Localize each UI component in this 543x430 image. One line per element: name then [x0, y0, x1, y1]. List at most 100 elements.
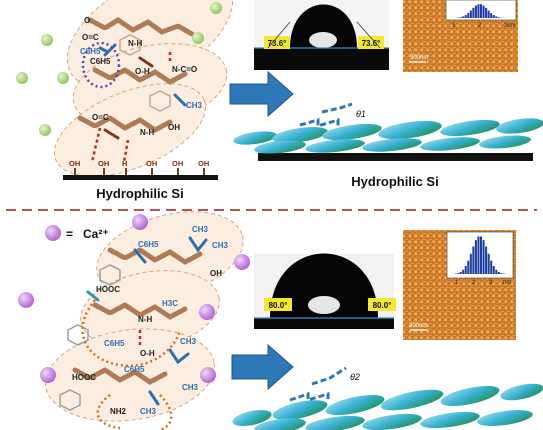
- theta-label: θ1: [356, 109, 366, 119]
- hist-tick: 1: [455, 280, 459, 286]
- hist-tick: 3nm: [504, 23, 516, 29]
- hist-bar: [500, 273, 503, 274]
- hist-bar: [467, 13, 470, 18]
- hist-bar: [472, 246, 475, 274]
- hist-bar: [495, 16, 498, 18]
- hist-tick: 3: [489, 280, 493, 286]
- surface-group: OH: [146, 159, 157, 168]
- hist-bar: [477, 236, 480, 274]
- mol-label: O=C: [82, 33, 99, 42]
- contact-angle-right: 73.6°: [362, 39, 381, 48]
- hist-bar: [480, 4, 483, 18]
- hist-bar: [477, 4, 480, 18]
- hist-bar: [474, 5, 477, 18]
- surface-group: OH: [69, 159, 80, 168]
- hist-bar: [469, 10, 472, 18]
- mol-label: O-H: [140, 349, 155, 358]
- hist-bar: [459, 271, 462, 274]
- mol-label: OH: [168, 123, 180, 132]
- bottom-panel: = Ca²⁺ CH3 C6H5: [18, 211, 543, 430]
- hist-bar: [495, 269, 498, 274]
- mol-label: C6H5: [124, 365, 145, 374]
- top-protein-cluster: O O=C N-H C6H5 O-H N-C=O CH3 O=C N-H OH …: [53, 0, 234, 177]
- mol-label: CH3: [212, 241, 229, 250]
- hist-bar: [497, 271, 500, 274]
- mol-label: NH2: [110, 407, 127, 416]
- top-molecule-labels: O O=C N-H C6H5 O-H N-C=O CH3 O=C N-H OH …: [80, 16, 203, 137]
- hist-bar: [490, 13, 493, 18]
- top-afm-image: 1 2 3nm 300nm: [403, 0, 518, 72]
- top-arrow: [229, 70, 294, 118]
- hist-bar: [474, 240, 477, 274]
- hist-bar: [485, 246, 488, 274]
- contact-angle-left: 73.6°: [268, 39, 287, 48]
- contact-angle-left: 80.0°: [269, 301, 288, 310]
- hist-tick: 2: [478, 23, 482, 29]
- hist-bar: [487, 10, 490, 18]
- hist-bar: [492, 15, 495, 18]
- surface-group: OH: [198, 159, 209, 168]
- hist-tick: 2: [472, 280, 476, 286]
- hist-tick: nm: [503, 280, 511, 286]
- mol-label: C6H5: [104, 339, 125, 348]
- mol-label: O: [84, 16, 90, 25]
- mol-label: HOOC: [96, 285, 120, 294]
- hist-bar: [482, 5, 485, 18]
- hist-bar: [457, 273, 460, 274]
- hist-bar: [467, 260, 470, 274]
- mol-label: N-H: [138, 315, 152, 324]
- hist-tick: 1: [452, 23, 456, 29]
- bottom-arrow: [231, 343, 294, 391]
- hist-bar: [490, 260, 493, 274]
- hist-bar: [492, 266, 495, 274]
- legend-symbol: =: [66, 227, 73, 241]
- surface-group: OH: [98, 159, 109, 168]
- afm-scale-bar: 300nm: [410, 55, 428, 61]
- mol-label: N-C=O: [172, 65, 197, 74]
- mol-label: CH3: [140, 407, 157, 416]
- top-si-substrate: OH OH H OH OH OH Hydrophilic Si: [63, 159, 218, 201]
- top-fibrils: θ1 Hydrophilic Si: [233, 102, 543, 189]
- hist-bar: [462, 16, 465, 18]
- theta-label: θ2: [350, 372, 360, 382]
- hist-bar: [487, 253, 490, 274]
- mol-label: CH3: [192, 225, 209, 234]
- hist-bar: [482, 240, 485, 274]
- bottom-contact-angle-image: 80.0° 80.0°: [254, 253, 396, 329]
- mol-label: CH3: [180, 337, 197, 346]
- mol-label: C6H5: [80, 47, 101, 56]
- top-contact-angle-image: 73.6° 73.6°: [254, 0, 389, 70]
- calcium-legend: = Ca²⁺: [45, 225, 109, 241]
- hist-bar: [459, 17, 462, 18]
- hist-bar: [464, 266, 467, 274]
- mol-label: N-H: [140, 128, 154, 137]
- legend-ion: Ca²⁺: [83, 227, 109, 241]
- contact-angle-right: 80.0°: [373, 301, 392, 310]
- hist-bar: [469, 253, 472, 274]
- top-panel: O O=C N-H C6H5 O-H N-C=O CH3 O=C N-H OH …: [16, 0, 543, 201]
- bottom-protein-cluster: CH3 C6H5 CH3 HOOC OH H3C N-H C6H5 O-H CH…: [45, 211, 244, 430]
- surface-group: H: [122, 159, 127, 168]
- top-beads: [16, 2, 222, 136]
- hist-bar: [480, 236, 483, 274]
- mol-label: H3C: [162, 299, 178, 308]
- mol-label: O=C: [92, 113, 109, 122]
- hist-bar: [464, 15, 467, 18]
- bottom-afm-image: 1 2 3 nm 300nm: [403, 230, 516, 340]
- mol-label: C6H5: [90, 57, 111, 66]
- afm-scale-bar: 300nm: [409, 323, 427, 329]
- mol-label: CH3: [182, 383, 199, 392]
- mol-label: HOOC: [72, 373, 96, 382]
- hist-bar: [485, 7, 488, 18]
- surface-label: Hydrophilic Si: [351, 174, 438, 189]
- hist-bar: [472, 7, 475, 18]
- bottom-histogram: [452, 236, 508, 274]
- hist-bar: [497, 17, 500, 18]
- mol-label: N-H: [128, 39, 142, 48]
- surface-group: OH: [172, 159, 183, 168]
- mol-label: OH: [210, 269, 222, 278]
- mol-label: C6H5: [138, 240, 159, 249]
- mol-label: CH3: [186, 101, 203, 110]
- calcium-ions: [18, 214, 250, 383]
